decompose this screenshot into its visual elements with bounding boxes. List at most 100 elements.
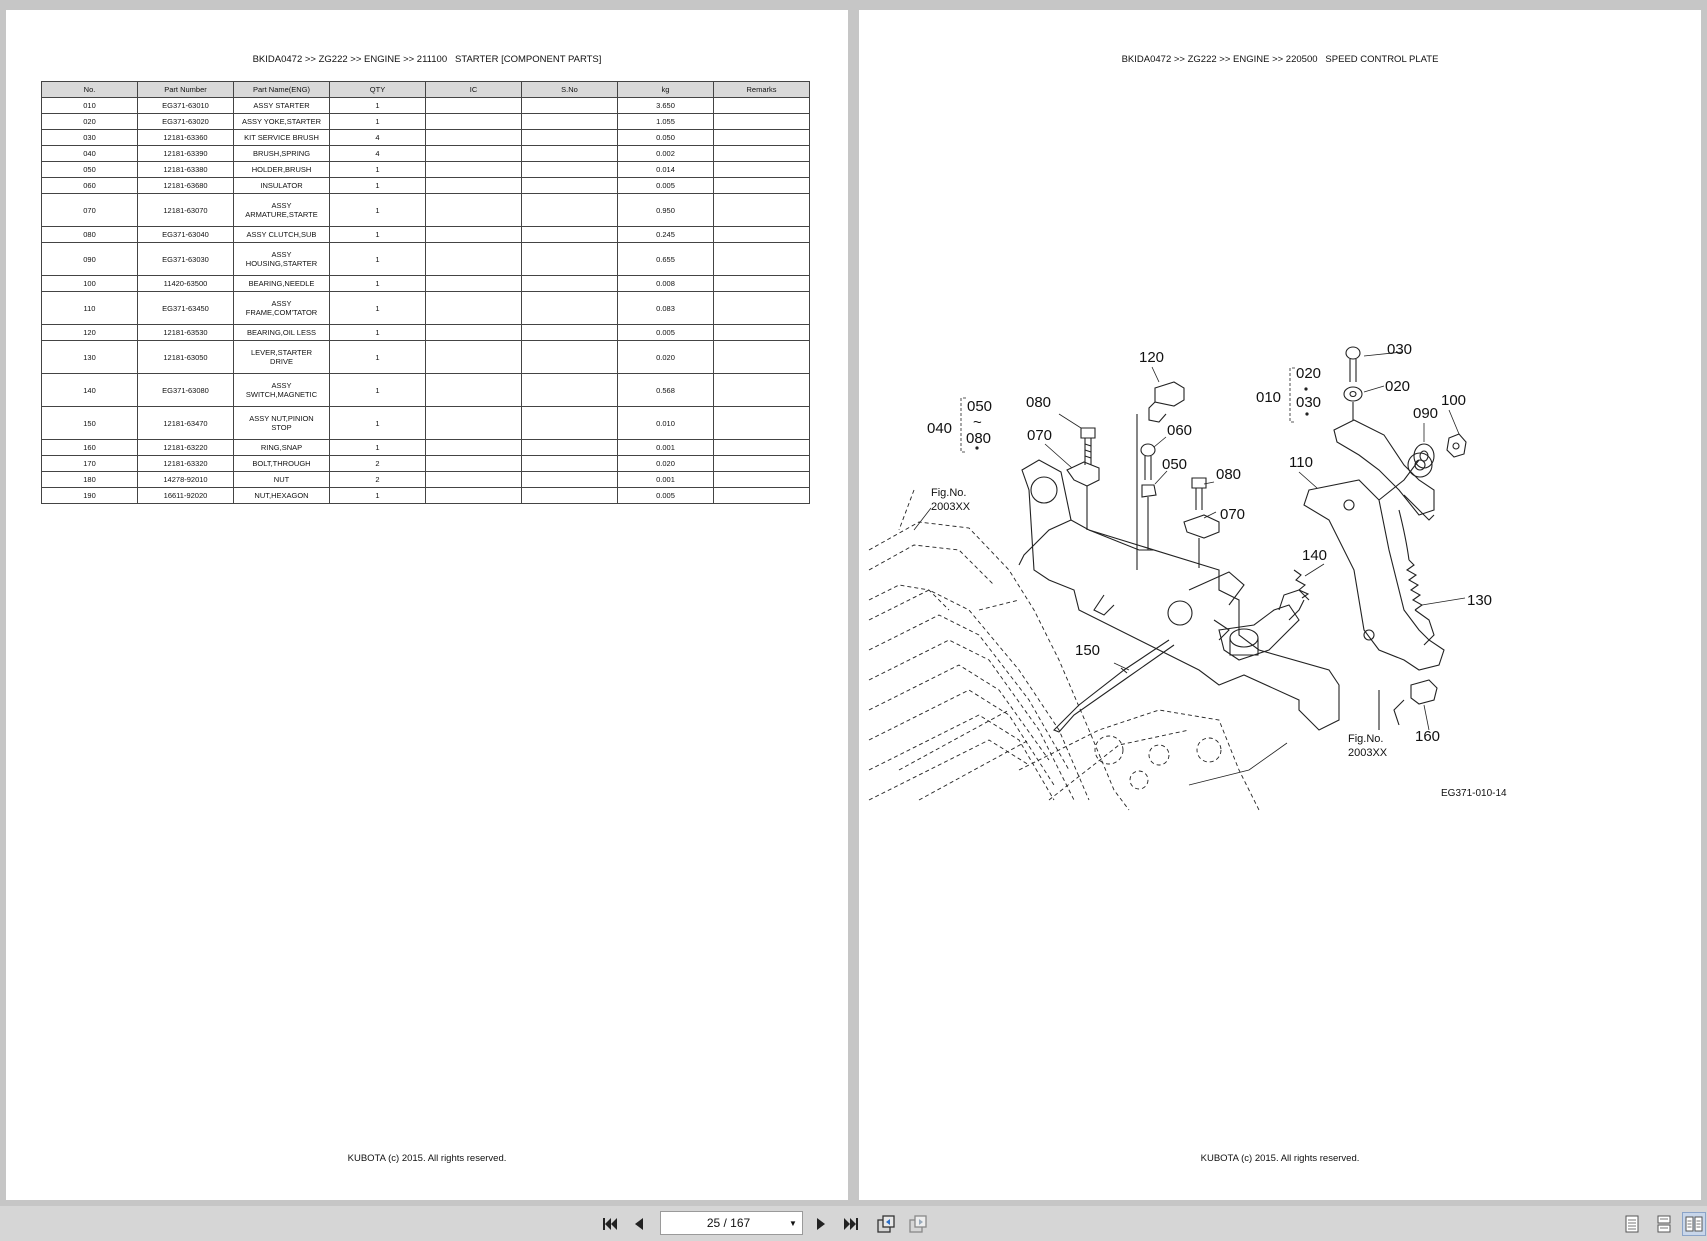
table-cell-qty: 1: [329, 291, 426, 325]
speed-control-plate: [1018, 459, 1340, 731]
column-header: Part Number: [137, 81, 234, 98]
table-cell-part-number: 12181-63470: [137, 406, 234, 440]
history-back-icon: [877, 1215, 895, 1233]
governor-lever-arm: [1303, 459, 1445, 671]
table-cell-part-number: 12181-63070: [137, 193, 234, 227]
table-cell-kg: 3.650: [617, 97, 714, 114]
previous-page-button[interactable]: [627, 1212, 651, 1236]
last-page-button[interactable]: [839, 1212, 863, 1236]
table-cell-remarks: [713, 340, 810, 374]
table-cell-remarks: [713, 275, 810, 292]
table-cell-no: 050: [41, 161, 138, 178]
table-cell-name: BEARING,NEEDLE: [233, 275, 330, 292]
table-cell-remarks: [713, 129, 810, 146]
single-page-view-button[interactable]: [1620, 1212, 1644, 1236]
column-header: Part Name(ENG): [233, 81, 330, 98]
table-cell-sno: [521, 291, 618, 325]
table-cell-kg: 0.008: [617, 275, 714, 292]
two-page-view-button[interactable]: [1682, 1212, 1706, 1236]
washer-020: [1343, 386, 1363, 420]
table-cell-ic: [425, 455, 522, 472]
table-cell-name: NUT,HEXAGON: [233, 487, 330, 504]
part-name-line: ASSY: [271, 381, 292, 390]
table-cell-ic: [425, 487, 522, 504]
table-cell-ic: [425, 161, 522, 178]
chevron-down-icon[interactable]: ▼: [789, 1218, 797, 1228]
callout-100: 100: [1441, 392, 1466, 409]
table-cell-kg: 0.020: [617, 455, 714, 472]
table-cell-name: ASSY YOKE,STARTER: [233, 113, 330, 130]
part-name-line: FRAME,COM'TATOR: [245, 308, 318, 317]
table-cell-qty: 1: [329, 226, 426, 243]
group-dots: [975, 387, 1309, 450]
table-cell-no: 060: [41, 177, 138, 194]
table-cell-part-number: EG371-63030: [137, 242, 234, 276]
table-cell-ic: [425, 226, 522, 243]
next-page-icon: [817, 1218, 825, 1230]
page-number-field[interactable]: 25 / 167 ▼: [660, 1211, 803, 1235]
next-page-button[interactable]: [809, 1212, 833, 1236]
table-cell-qty: 1: [329, 324, 426, 341]
part-name-line: HOUSING,STARTER: [245, 259, 318, 268]
table-cell-part-number: 14278-92010: [137, 471, 234, 488]
table-cell-sno: [521, 439, 618, 456]
table-cell-qty: 1: [329, 161, 426, 178]
table-cell-kg: 0.950: [617, 193, 714, 227]
history-forward-button[interactable]: [906, 1212, 930, 1236]
table-cell-sno: [521, 373, 618, 407]
screw-080-right: [1191, 477, 1207, 510]
control-rod: [1053, 639, 1175, 733]
table-cell-sno: [521, 340, 618, 374]
table-cell-remarks: [713, 226, 810, 243]
table-cell-no: 160: [41, 439, 138, 456]
part-name-line: STOP: [271, 423, 292, 432]
table-cell-ic: [425, 340, 522, 374]
part-name-line: LEVER,STARTER: [251, 348, 312, 357]
table-cell-part-number: EG371-63040: [137, 226, 234, 243]
first-page-button[interactable]: [598, 1212, 622, 1236]
engine-block-outline: [868, 489, 1260, 811]
clip-070-right: [1183, 514, 1220, 568]
table-cell-kg: 0.005: [617, 177, 714, 194]
callout-040: 040: [927, 420, 952, 437]
table-cell-ic: [425, 242, 522, 276]
document-page-left: BKIDA0472 >> ZG222 >> ENGINE >> 211100 S…: [6, 10, 848, 1200]
speed-control-lever: [1218, 589, 1310, 661]
table-cell-remarks: [713, 471, 810, 488]
table-cell-qty: 4: [329, 145, 426, 162]
table-cell-part-number: 11420-63500: [137, 275, 234, 292]
history-back-button[interactable]: [874, 1212, 898, 1236]
table-cell-part-number: 12181-63320: [137, 455, 234, 472]
callout-140: 140: [1302, 547, 1327, 564]
table-cell-kg: 0.050: [617, 129, 714, 146]
table-cell-kg: 0.005: [617, 487, 714, 504]
table-cell-remarks: [713, 145, 810, 162]
table-cell-sno: [521, 275, 618, 292]
parts-table: No. Part Number Part Name(ENG) QTY IC S.…: [41, 81, 810, 504]
part-name-line: ASSY: [271, 201, 292, 210]
table-cell-remarks: [713, 97, 810, 114]
clip-070-left: [1066, 461, 1100, 530]
table-cell-ic: [425, 373, 522, 407]
table-cell-no: 080: [41, 226, 138, 243]
governor-bracket: [1333, 419, 1435, 521]
continuous-view-button[interactable]: [1652, 1212, 1676, 1236]
table-cell-remarks: [713, 161, 810, 178]
callout-070: 070: [1220, 506, 1245, 523]
screw-060: [1140, 443, 1156, 480]
table-cell-no: 130: [41, 340, 138, 374]
range-tilde: ~: [973, 414, 982, 431]
table-cell-part-number: EG371-63010: [137, 97, 234, 114]
table-cell-kg: 0.020: [617, 340, 714, 374]
callout-070: 070: [1027, 427, 1052, 444]
table-cell-no: 180: [41, 471, 138, 488]
